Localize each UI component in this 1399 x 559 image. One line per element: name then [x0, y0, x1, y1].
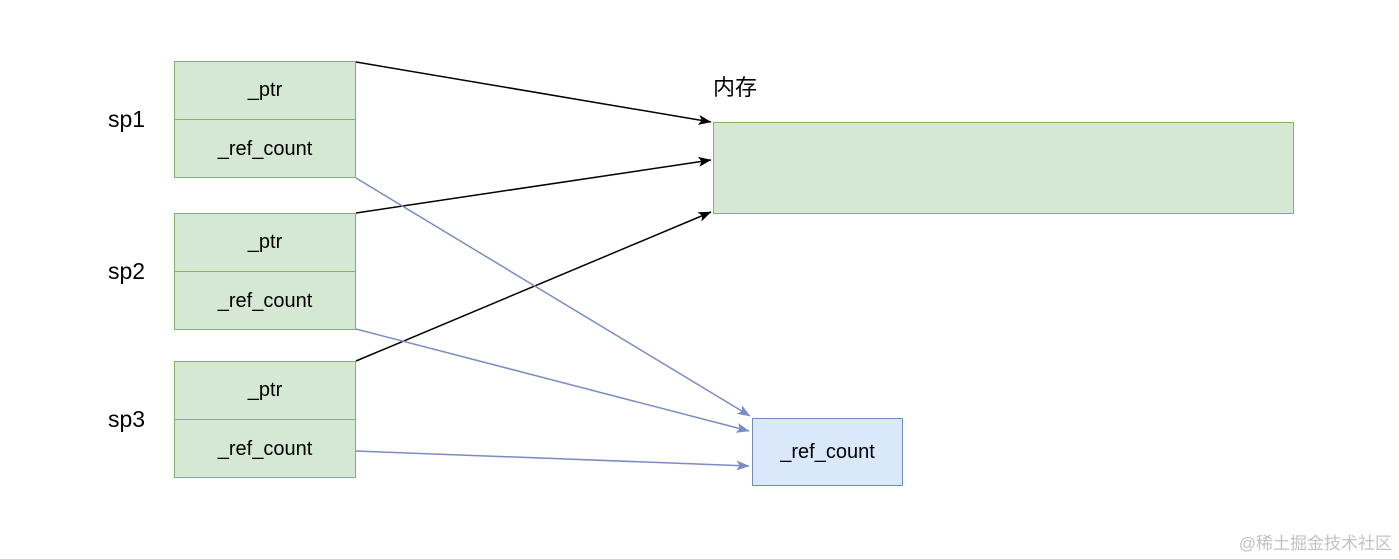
shared-refcount-box: _ref_count — [752, 418, 903, 486]
sp2-label: sp2 — [108, 258, 146, 284]
edge-sp1-ptr-to-memory — [355, 61, 712, 125]
sp1-refcount-cell: _ref_count — [217, 137, 313, 160]
sp1-label: sp1 — [108, 106, 146, 132]
watermark: @稀土掘金技术社区 — [1238, 534, 1392, 553]
edge-sp2-refcount-to-shared — [355, 328, 750, 433]
edge-sp1-refcount-to-shared — [355, 177, 751, 417]
sp1-box: _ptr _ref_count — [174, 61, 356, 178]
sp3-refcount-cell: _ref_count — [217, 437, 313, 460]
edge-sp3-ptr-to-memory — [355, 211, 712, 362]
sp3-ptr-cell: _ptr — [175, 362, 355, 420]
sp2-ptr-cell: _ptr — [175, 214, 355, 272]
memory-label: 内存 — [713, 75, 758, 100]
sp2-group: sp2 _ptr _ref_count — [0, 213, 360, 330]
sp3-group: sp3 _ptr _ref_count — [0, 361, 360, 478]
edge-sp3-refcount-to-shared — [355, 450, 750, 471]
edge-sp2-ptr-to-memory — [355, 156, 712, 214]
sp1-group: sp1 _ptr _ref_count — [0, 61, 360, 178]
memory-box — [713, 122, 1294, 214]
sp3-label: sp3 — [108, 406, 146, 432]
sp3-box: _ptr _ref_count — [174, 361, 356, 478]
sp2-refcount-cell: _ref_count — [217, 289, 313, 312]
sp2-box: _ptr _ref_count — [174, 213, 356, 330]
sp1-ptr-cell: _ptr — [175, 62, 355, 120]
